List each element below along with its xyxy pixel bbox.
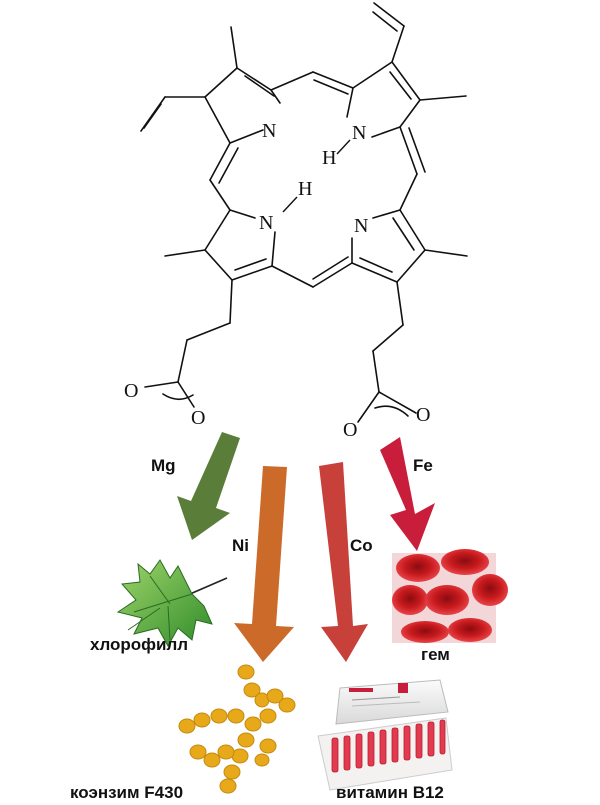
atom-o-right-2: O [416, 404, 430, 426]
atom-n-top-left: N [262, 120, 276, 142]
leaf-icon [116, 559, 228, 648]
molecule-chain-icon [178, 664, 296, 794]
pyrrole-ring-bottom-left [204, 209, 276, 281]
product-label-chlorophyll: хлорофилл [90, 635, 189, 654]
atom-n-bottom-right: N [354, 215, 368, 237]
pyrrole-ring-top-right [346, 61, 421, 138]
product-label-vitamin-b12: витамин B12 [336, 783, 444, 802]
atom-h-bottom-left: H [298, 178, 312, 200]
arrow-ni [234, 466, 294, 662]
pyrrole-ring-top-left [204, 67, 281, 144]
nh-bond-top [336, 139, 351, 155]
red-blood-cells-icon [392, 549, 508, 643]
arrow-fe [380, 437, 435, 551]
atom-n-bottom-left: N [259, 212, 273, 234]
atom-o-left-2: O [191, 407, 205, 429]
metal-label-fe: Fe [413, 456, 433, 475]
atom-h-top-right: H [322, 147, 336, 169]
atom-n-top-right: N [352, 122, 366, 144]
pathway-arrows [177, 432, 435, 662]
nh-bond-bottom [282, 196, 298, 213]
metal-label-co: Co [350, 536, 373, 555]
pyrrole-ring-bottom-right [351, 209, 426, 283]
atom-o-right-1: O [343, 419, 357, 441]
arrow-co [319, 462, 368, 662]
porphyrin-structure [140, 2, 468, 423]
product-label-heme: гем [421, 645, 450, 664]
ampoule-box-icon [317, 679, 453, 791]
atom-o-left-1: O [124, 380, 138, 402]
metal-label-mg: Mg [151, 456, 176, 475]
product-label-coenzyme-f430: коэнзим F430 [70, 783, 184, 802]
arrow-mg [177, 432, 240, 540]
atom-labels: N N H N H N O O O O [124, 120, 430, 441]
metal-label-ni: Ni [232, 536, 249, 555]
